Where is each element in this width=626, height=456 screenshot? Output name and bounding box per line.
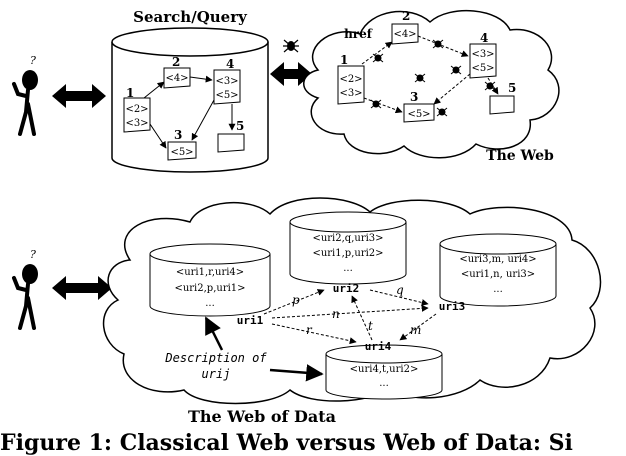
user-figure-icon: ?	[12, 54, 38, 136]
web-of-data-title: The Web of Data	[188, 407, 336, 426]
svg-text:...: ...	[493, 284, 503, 295]
web-doc-5: 5	[489, 81, 516, 115]
node-uri2: uri2	[333, 282, 360, 295]
web-doc-3: 3 <5>	[403, 90, 435, 123]
the-web-title: The Web	[486, 148, 554, 164]
svg-text:3: 3	[174, 128, 182, 142]
web-spider-icons	[370, 39, 496, 117]
svg-text:<4>: <4>	[393, 29, 416, 40]
svg-text:<2>: <2>	[125, 104, 148, 115]
svg-text:4: 4	[480, 31, 488, 45]
svg-text:1: 1	[340, 53, 348, 67]
user-figure-icon-bottom: ?	[12, 248, 38, 330]
svg-text:...: ...	[205, 298, 215, 309]
svg-text:?: ?	[30, 248, 36, 261]
svg-text:<4>: <4>	[165, 73, 188, 84]
web-links	[361, 35, 499, 114]
svg-text:Description of: Description of	[164, 351, 267, 365]
svg-text:<2>: <2>	[339, 74, 362, 85]
spider-icon	[283, 39, 299, 53]
svg-text:<5>: <5>	[215, 90, 238, 101]
svg-text:3: 3	[410, 90, 418, 104]
svg-text:2: 2	[172, 55, 180, 69]
svg-text:5: 5	[508, 81, 516, 95]
search-query-title: Search/Query	[133, 8, 248, 26]
rdf-edges	[263, 289, 437, 345]
svg-text:...: ...	[343, 263, 353, 274]
double-arrow-top-left	[52, 84, 106, 108]
svg-text:<3>: <3>	[125, 118, 148, 129]
svg-text:<uri3,m, uri4>: <uri3,m, uri4>	[459, 254, 536, 265]
web-doc-4: 4 <3> <5>	[469, 31, 497, 79]
node-uri1: uri1	[237, 314, 264, 327]
local-doc-1: 1 <2> <3>	[123, 86, 151, 133]
svg-text:<uri4,t,uri2>: <uri4,t,uri2>	[350, 364, 419, 375]
local-doc-2: 2 <4>	[163, 55, 191, 89]
double-arrow-top-middle	[270, 62, 312, 86]
svg-text:<uri1,n, uri3>: <uri1,n, uri3>	[461, 269, 535, 280]
svg-text:<uri1,p,uri2>: <uri1,p,uri2>	[312, 248, 383, 259]
db-uri2: <uri2,q,uri3> <uri1,p,uri2> ...	[289, 211, 407, 285]
svg-text:<3>: <3>	[471, 49, 494, 60]
svg-text:?: ?	[30, 54, 36, 67]
edge-label-r: r	[306, 323, 313, 337]
local-doc-3: 3 <5>	[167, 128, 197, 161]
svg-text:<uri2,q,uri3>: <uri2,q,uri3>	[312, 233, 383, 244]
svg-text:<5>: <5>	[471, 63, 494, 74]
svg-text:4: 4	[226, 57, 234, 71]
double-arrow-bottom-left	[52, 276, 112, 300]
svg-text:<5>: <5>	[170, 147, 193, 158]
edge-label-m: m	[410, 323, 421, 337]
node-uri4: uri4	[365, 340, 392, 353]
href-label: href	[344, 27, 373, 41]
db-uri4: <uri4,t,uri2> ...	[325, 344, 443, 400]
svg-text:...: ...	[379, 378, 389, 389]
svg-text:<uri1,r,uri4>: <uri1,r,uri4>	[176, 267, 244, 278]
edge-label-q: q	[396, 283, 404, 297]
svg-text:<uri2,p,uri1>: <uri2,p,uri1>	[174, 283, 245, 294]
svg-text:5: 5	[236, 119, 244, 133]
web-doc-2: 2 <4>	[391, 9, 419, 45]
svg-text:1: 1	[126, 86, 134, 100]
edge-label-n: n	[332, 307, 340, 321]
local-doc-4: 4 <3> <5>	[213, 57, 241, 105]
svg-text:<5>: <5>	[407, 109, 430, 120]
svg-text:2: 2	[402, 9, 410, 23]
node-uri3: uri3	[439, 300, 466, 313]
web-doc-1: 1 <2> <3>	[337, 53, 365, 105]
edge-label-t: t	[368, 319, 373, 333]
db-uri3: <uri3,m, uri4> <uri1,n, uri3> ...	[439, 233, 557, 307]
description-annotation: Description of urij	[164, 316, 324, 382]
local-links	[143, 75, 236, 149]
figure-caption: Figure 1: Classical Web versus Web of Da…	[0, 430, 573, 456]
local-doc-5: 5	[217, 119, 245, 153]
svg-text:<3>: <3>	[339, 88, 362, 99]
svg-text:urij: urij	[202, 367, 231, 381]
db-uri1: <uri1,r,uri4> <uri2,p,uri1> ...	[149, 243, 271, 317]
edge-label-p: p	[292, 293, 300, 307]
svg-text:<3>: <3>	[215, 76, 238, 87]
